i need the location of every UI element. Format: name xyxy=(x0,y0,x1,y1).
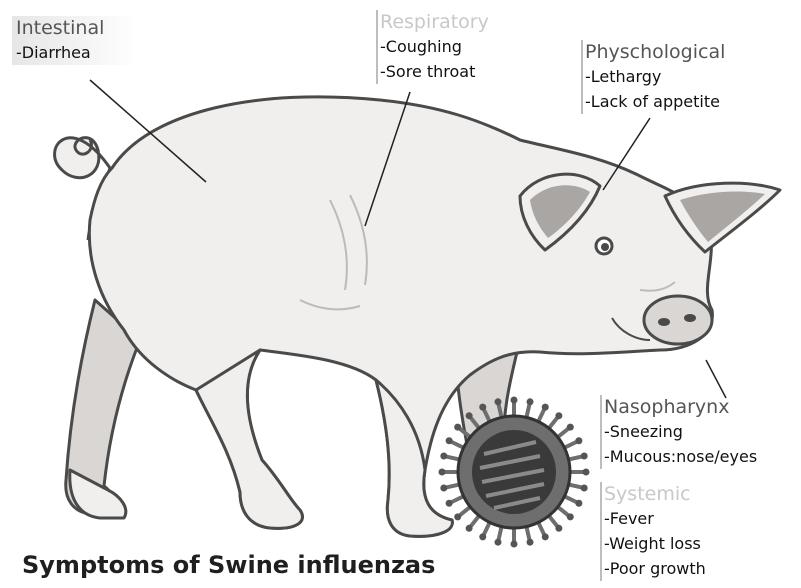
virus-spike-tip xyxy=(466,525,473,532)
virus-spike-tip xyxy=(511,541,518,548)
label-psychological-item: -Lethargy xyxy=(581,64,781,89)
label-nasopharynx-item: -Sneezing xyxy=(600,419,800,444)
virus-spike-tip xyxy=(479,404,486,411)
label-psychological-item: -Lack of appetite xyxy=(581,89,781,114)
label-nasopharynx-heading: Nasopharynx xyxy=(600,395,800,419)
label-intestinal-item: -Diarrhea xyxy=(12,40,162,65)
label-systemic-heading: Systemic xyxy=(600,482,800,506)
pig-pupil xyxy=(601,243,609,251)
label-systemic: Systemic -Fever -Weight loss -Poor growt… xyxy=(600,482,800,581)
virus-spike-tip xyxy=(440,452,447,459)
virus-spike-tip xyxy=(466,412,473,419)
virus-spike-tip xyxy=(494,398,501,405)
virus-spike-tip xyxy=(511,397,518,404)
virus-spike-tip xyxy=(527,539,534,546)
label-respiratory: Respiratory -Coughing -Sore throat xyxy=(376,10,526,84)
virus-spike-tip xyxy=(446,437,453,444)
virus-spike-tip xyxy=(542,533,549,540)
label-psychological: Physchological -Lethargy -Lack of appeti… xyxy=(581,40,781,114)
virus-spike-tip xyxy=(479,533,486,540)
virus-spike-tip xyxy=(440,485,447,492)
virus-spike-tip xyxy=(583,469,590,476)
label-respiratory-heading: Respiratory xyxy=(376,10,526,34)
label-respiratory-item: -Sore throat xyxy=(376,59,526,84)
label-intestinal-heading: Intestinal xyxy=(12,16,162,40)
virus-spike-tip xyxy=(581,485,588,492)
label-systemic-item: -Poor growth xyxy=(600,556,800,581)
virus-spike-tip xyxy=(542,404,549,411)
virus-spike-tip xyxy=(555,525,562,532)
virus-spike-tip xyxy=(494,539,501,546)
label-divider xyxy=(600,482,602,581)
pig-snout xyxy=(644,296,712,344)
virus-spike-tip xyxy=(454,424,461,431)
virus-spike-tip xyxy=(446,500,453,507)
pig-illustration xyxy=(55,97,780,536)
label-divider xyxy=(600,395,602,469)
label-systemic-item: -Weight loss xyxy=(600,531,800,556)
label-divider xyxy=(376,10,378,84)
virus-spike-tip xyxy=(439,469,446,476)
virus-spike-tip xyxy=(454,513,461,520)
label-nasopharynx-item: -Mucous:nose/eyes xyxy=(600,444,800,469)
pig-nostril-left xyxy=(658,318,670,326)
label-systemic-item: -Fever xyxy=(600,506,800,531)
virus-spike-tip xyxy=(555,412,562,419)
label-divider xyxy=(581,40,583,114)
virus-spike-tip xyxy=(567,513,574,520)
virus-spike-tip xyxy=(581,452,588,459)
leader-line-nasopharynx xyxy=(706,360,726,398)
virus-spike-tip xyxy=(575,437,582,444)
label-nasopharynx: Nasopharynx -Sneezing -Mucous:nose/eyes xyxy=(600,395,800,469)
label-respiratory-item: -Coughing xyxy=(376,34,526,59)
pig-nostril-right xyxy=(684,314,696,322)
virus-spike-tip xyxy=(527,398,534,405)
label-intestinal: Intestinal -Diarrhea xyxy=(12,16,162,65)
label-psychological-heading: Physchological xyxy=(581,40,781,64)
diagram-title: Symptoms of Swine influenzas xyxy=(22,551,435,579)
virus-spike-tip xyxy=(567,424,574,431)
virus-spike-tip xyxy=(575,500,582,507)
